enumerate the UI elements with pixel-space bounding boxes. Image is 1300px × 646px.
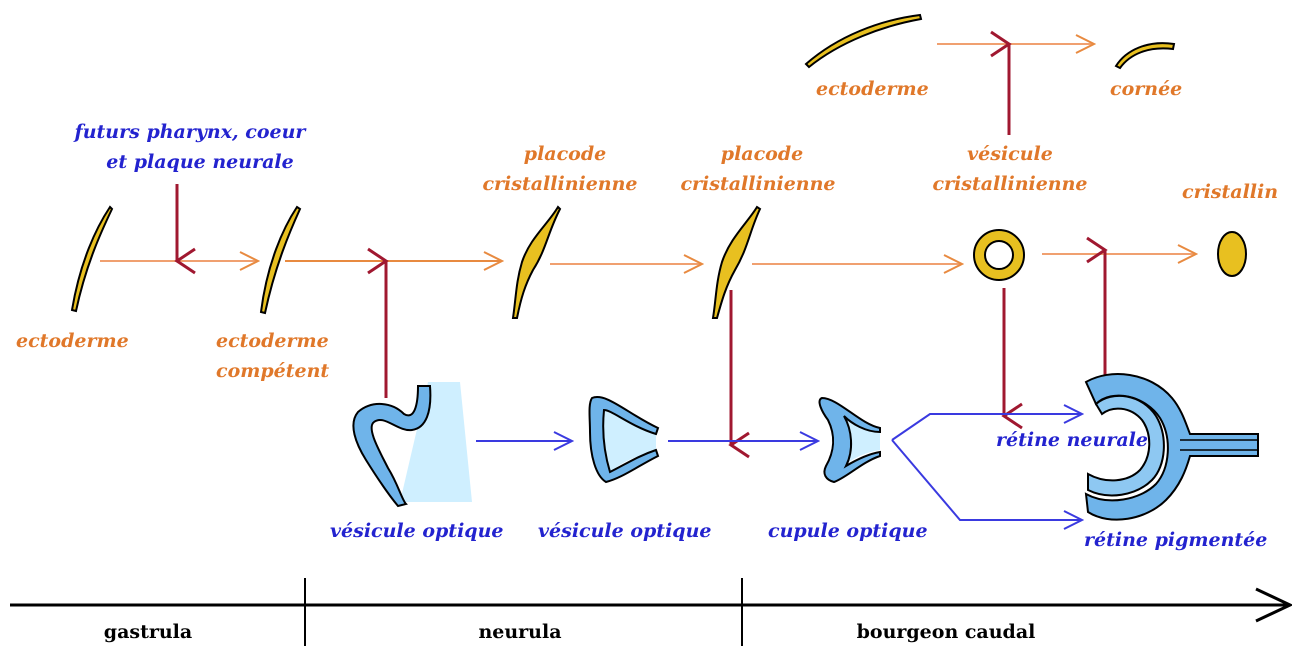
- label-cristallin: cristallin: [1182, 181, 1278, 203]
- ectoderm-top-strip: [806, 15, 921, 67]
- stage-bourgeon-caudal: bourgeon caudal: [857, 621, 1036, 643]
- placode-1: [513, 207, 560, 318]
- label-ectoderme-competent-line2: compétent: [216, 360, 329, 382]
- ectoderm-strip-1: [72, 207, 112, 311]
- label-vesicule-crist-line2: cristallinienne: [932, 173, 1087, 195]
- stage-neurula: neurula: [478, 621, 561, 643]
- label-ectoderme-competent-line1: ectoderme: [216, 330, 329, 352]
- label-placode1-line2: cristallinienne: [482, 173, 637, 195]
- cornea: [1116, 43, 1174, 68]
- label-futurs-line1: futurs pharynx, coeur: [73, 121, 308, 143]
- lens-vesicle-lumen: [985, 241, 1013, 269]
- placode-2: [713, 207, 760, 318]
- label-placode2-line2: cristallinienne: [680, 173, 835, 195]
- lens: [1218, 232, 1246, 276]
- label-vesicule-optique-2: vésicule optique: [538, 520, 712, 542]
- label-futurs-line2: et plaque neurale: [106, 151, 293, 173]
- label-placode1-line1: placode: [524, 143, 606, 165]
- neural-tube-region: [400, 382, 472, 502]
- label-ectoderme-left: ectoderme: [16, 330, 129, 352]
- label-placode2-line1: placode: [721, 143, 803, 165]
- label-retine-pigmentee: rétine pigmentée: [1084, 529, 1267, 551]
- stage-gastrula: gastrula: [104, 621, 192, 643]
- label-cornee: cornée: [1110, 78, 1182, 100]
- label-ectoderme-top: ectoderme: [816, 78, 929, 100]
- label-cupule-optique: cupule optique: [768, 520, 928, 542]
- label-vesicule-crist-line1: vésicule: [967, 143, 1053, 165]
- label-retine-neurale: rétine neurale: [996, 429, 1148, 451]
- branch-to-pigmented-retina: [892, 440, 1082, 520]
- label-vesicule-optique-1: vésicule optique: [330, 520, 504, 542]
